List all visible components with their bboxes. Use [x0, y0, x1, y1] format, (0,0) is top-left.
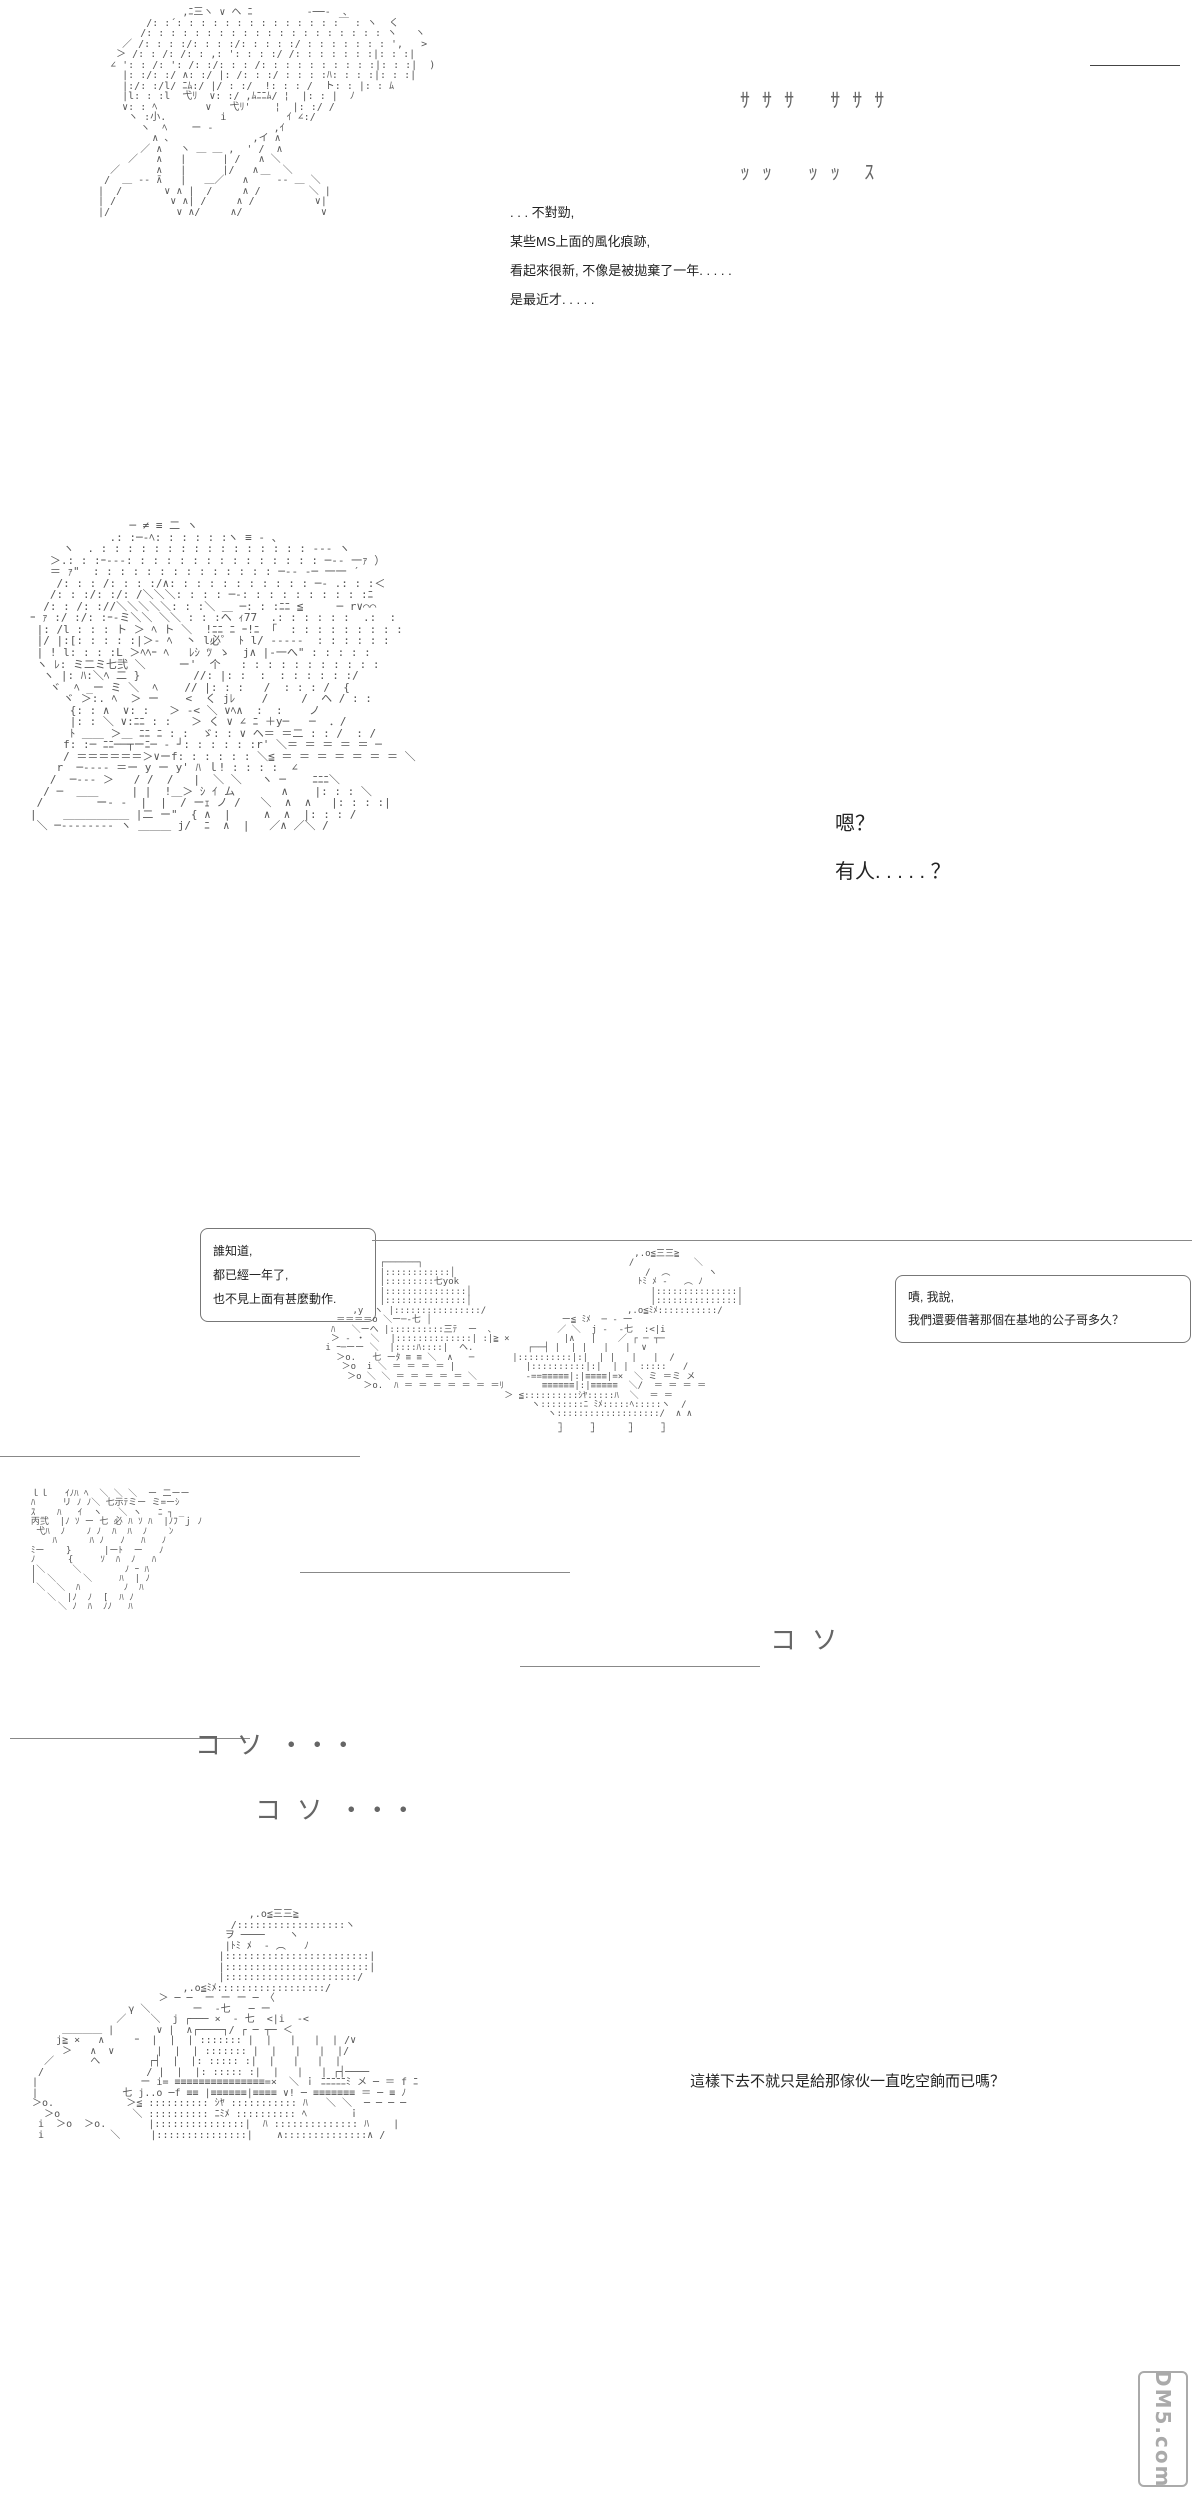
- monologue-line-4: 是最近才. . . . .: [510, 292, 595, 307]
- bubble-right-line-2: 我們還要借著那個在基地的公子哥多久？: [908, 1312, 1125, 1327]
- sfx-line-1: ｻ ｻ ｻ ｻ ｻ ｻ: [740, 88, 885, 112]
- dialogue-right: 嗯？ 有人. . . . . ？: [835, 800, 951, 896]
- sfx-line-2: ｯ ｯ ｯ ｯ ｽ: [740, 160, 875, 184]
- dialogue-line-2: 有人. . . . . ？: [835, 861, 951, 883]
- panel-1: ,ﾆ三ヽ ∨ ヘ ﾆ -──- 、 /: :´: : : : : : : : :…: [0, 0, 1200, 320]
- sfx-whisper-2: コ ソ ・・・: [195, 1731, 357, 1761]
- dialogue-line-1: 嗯？: [835, 813, 875, 835]
- monologue-line-3: 看起來很新, 不像是被拋棄了一年. . . . .: [510, 263, 732, 278]
- dialogue-line: 這樣下去不就只是給那傢伙一直吃空餉而已嗎？: [690, 2073, 1006, 2090]
- monologue-line-1: . . . 不對勁,: [510, 205, 575, 220]
- ascii-art-character: ,ﾆ三ヽ ∨ ヘ ﾆ -──- 、 /: :´: : : : : : : : :…: [98, 7, 436, 218]
- divider-line-2: [300, 1572, 570, 1573]
- panel-4: ,.o≦三三≧ /::::::::::::::::::ヽ ヲ ──── ヽ |ﾄ…: [0, 1900, 1200, 2501]
- site-watermark: DM5.com: [1138, 2370, 1188, 2488]
- bubble-left-line-1: 誰知道,: [213, 1244, 253, 1258]
- bubble-right-line-1: 嘖, 我說,: [908, 1290, 955, 1304]
- bubble-left-line-2: 都已經一年了,: [213, 1268, 289, 1282]
- speed-line: [1090, 65, 1180, 66]
- ascii-art-two-pilots: ,.o≦三三≧ ┌──────┐ / ＼ |::::::::::::│ / ︵ …: [325, 1249, 743, 1439]
- sfx-whisper-1: コ ソ: [770, 1626, 838, 1656]
- monologue-line-2: 某些MS上面的風化痕跡,: [510, 234, 651, 249]
- divider-line-1: [0, 1456, 360, 1457]
- bubble-tail-line: [372, 1240, 1192, 1241]
- sfx-rustle: ｻ ｻ ｻ ｻ ｻ ｻ ｯ ｯ ｯ ｯ ｽ: [740, 40, 884, 232]
- bubble-left-line-3: 也不見上面有甚麼動作.: [213, 1292, 337, 1306]
- divider-line-4: [10, 1738, 250, 1739]
- monologue: . . . 不對勁, 某些MS上面的風化痕跡, 看起來很新, 不像是被拋棄了一年…: [510, 198, 732, 314]
- ascii-art-mobile-suit-scene: ─ ≠ ≡ 二 ヽ .: :─‐ﾍ: : : : : :ヽ ≡ - 、 ヽ . …: [30, 519, 416, 833]
- panel-3: 誰知道, 都已經一年了, 也不見上面有甚麼動作. 嘖, 我說, 我們還要借著那個…: [0, 1220, 1200, 1900]
- ascii-art-left-figure: ｌｌ ｲﾉﾊ ﾍ ＼ ＼ ＼ ー 二ーー ﾊ リ ﾉ ﾉ＼ 七示ﾃミー ミ=ーｼ…: [30, 1489, 203, 1613]
- speech-bubble-left: 誰知道, 都已經一年了, 也不見上面有甚麼動作.: [200, 1228, 376, 1322]
- divider-line-3: [520, 1666, 760, 1667]
- panel-2: ─ ≠ ≡ 二 ヽ .: :─‐ﾍ: : : : : :ヽ ≡ - 、 ヽ . …: [0, 500, 1200, 1200]
- speech-bubble-right: 嘖, 我說, 我們還要借著那個在基地的公子哥多久？: [895, 1275, 1191, 1343]
- sfx-whisper-3: コ ソ ・・・: [255, 1796, 417, 1826]
- ascii-art-pilot-closeup: ,.o≦三三≧ /::::::::::::::::::ヽ ヲ ──── ヽ |ﾄ…: [32, 1909, 419, 2141]
